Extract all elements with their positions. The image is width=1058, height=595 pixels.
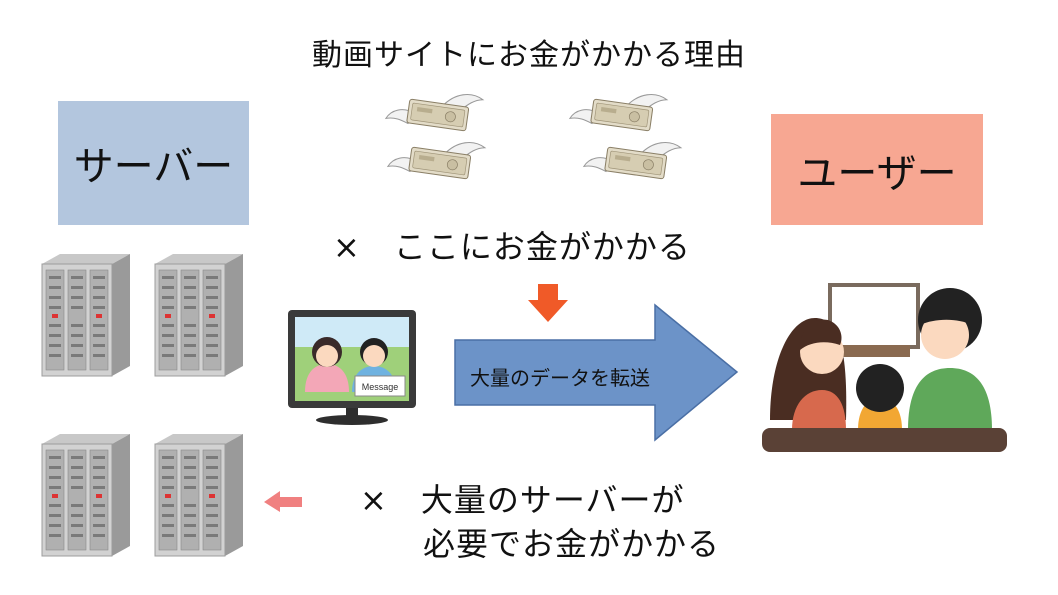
server-label: サーバー xyxy=(73,144,234,190)
page-title: 動画サイトにお金がかかる理由 xyxy=(312,38,746,73)
server-rack-icon xyxy=(41,433,131,557)
money-bill-icon xyxy=(583,141,682,180)
server-label-box: サーバー xyxy=(58,101,249,225)
tv-sign-text: Message xyxy=(362,382,399,392)
left-arrow-icon xyxy=(264,491,302,512)
server-rack-icon xyxy=(154,253,244,377)
server-cost-line2: 必要でお金がかかる xyxy=(423,525,721,563)
user-label-box: ユーザー xyxy=(771,114,983,225)
tv-icon: Message xyxy=(288,310,416,425)
user-label: ユーザー xyxy=(797,150,957,197)
server-cost-line1: × 大量のサーバーが xyxy=(360,481,685,519)
money-bill-icon xyxy=(385,93,484,132)
money-bill-icon xyxy=(387,141,486,180)
server-rack-icon xyxy=(154,433,244,557)
server-rack-icon xyxy=(41,253,131,377)
down-arrow-icon xyxy=(528,284,568,322)
server-cost-text: × 大量のサーバーが 必要でお金がかかる xyxy=(360,478,720,566)
transfer-cost-text: × ここにお金がかかる xyxy=(333,228,691,266)
transfer-label: 大量のデータを転送 xyxy=(470,366,650,390)
data-transfer-arrow xyxy=(454,303,739,442)
family-watching-icon xyxy=(762,283,1007,452)
money-bill-icon xyxy=(569,93,668,132)
